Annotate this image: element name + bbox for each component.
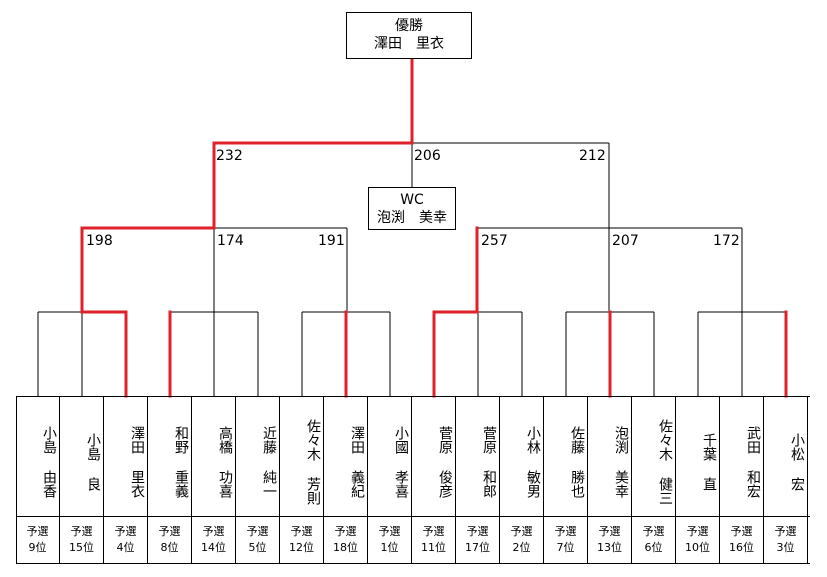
player-name-cell: 小島由香 bbox=[16, 396, 60, 516]
player-table-divider bbox=[16, 516, 810, 517]
player-name-cell: 小松宏 bbox=[764, 396, 808, 516]
player-given-name: 由香 bbox=[41, 470, 57, 498]
player-rank-cell: 予選 1位 bbox=[368, 516, 412, 564]
player-rank-cell: 予選 4位 bbox=[104, 516, 148, 564]
player-name-cell: 小國孝喜 bbox=[368, 396, 412, 516]
player-surname: 千葉 bbox=[701, 433, 717, 461]
player-surname: 佐藤 bbox=[569, 426, 585, 454]
player-rank-cell: 予選 13位 bbox=[588, 516, 632, 564]
semi-score-5: 207 bbox=[612, 233, 639, 249]
player-rank-cell: 予選 5位 bbox=[236, 516, 280, 564]
player-surname: 武田 bbox=[745, 426, 761, 454]
champion-name: 澤田 里衣 bbox=[374, 36, 444, 52]
champion-box: 優勝 澤田 里衣 bbox=[346, 12, 472, 59]
player-surname: 菅原 bbox=[481, 426, 497, 454]
wildcard-title: WC bbox=[400, 192, 424, 208]
player-name-cell: 菅原俊彦 bbox=[412, 396, 456, 516]
player-surname: 澤田 bbox=[129, 426, 145, 454]
player-name-cell: 近藤純一 bbox=[236, 396, 280, 516]
player-given-name: 美幸 bbox=[613, 470, 629, 498]
player-given-name: 純一 bbox=[261, 470, 277, 498]
player-surname: 菅原 bbox=[437, 426, 453, 454]
player-given-name: 義紀 bbox=[349, 470, 365, 498]
player-rank-cell: 予選 2位 bbox=[500, 516, 544, 564]
player-rank-cell: 予選 14位 bbox=[192, 516, 236, 564]
bracket-black-lines bbox=[37, 142, 786, 396]
player-surname: 佐々木 bbox=[305, 419, 321, 461]
player-name-cell: 泡渕美幸 bbox=[588, 396, 632, 516]
player-surname: 高橋 bbox=[217, 426, 233, 454]
champion-title: 優勝 bbox=[395, 18, 423, 34]
player-name-cell: 和野重義 bbox=[148, 396, 192, 516]
player-given-name: 和宏 bbox=[745, 470, 761, 498]
player-given-name: 健三 bbox=[657, 477, 673, 505]
final-score-left: 232 bbox=[216, 148, 243, 164]
player-rank-cell: 予選 7位 bbox=[544, 516, 588, 564]
player-surname: 泡渕 bbox=[613, 426, 629, 454]
player-rank-cell: 予選 9位 bbox=[16, 516, 60, 564]
player-given-name: 功喜 bbox=[217, 470, 233, 498]
final-score-right: 212 bbox=[579, 148, 606, 164]
player-name-cell: 佐々木芳則 bbox=[280, 396, 324, 516]
player-surname: 小島 bbox=[85, 433, 101, 461]
player-given-name: 孝喜 bbox=[393, 470, 409, 498]
player-name-cell: 高橋功喜 bbox=[192, 396, 236, 516]
player-given-name: 良 bbox=[85, 477, 101, 491]
player-rank-cell: 予選 6位 bbox=[632, 516, 676, 564]
player-rank-cell: 予選 17位 bbox=[456, 516, 500, 564]
player-name-cell: 小林敏男 bbox=[500, 396, 544, 516]
player-given-name: 重義 bbox=[173, 470, 189, 498]
player-surname: 澤田 bbox=[349, 426, 365, 454]
player-name-cell: 澤田里衣 bbox=[104, 396, 148, 516]
player-surname: 小林 bbox=[525, 426, 541, 454]
player-rank-cell: 予選 8位 bbox=[148, 516, 192, 564]
player-rank-cell: 予選 10位 bbox=[676, 516, 720, 564]
player-surname: 小島 bbox=[41, 426, 57, 454]
player-surname: 小松 bbox=[789, 433, 805, 461]
player-name-cell: 澤田義紀 bbox=[324, 396, 368, 516]
semi-score-2: 174 bbox=[217, 233, 244, 249]
player-surname: 佐々木 bbox=[657, 419, 673, 461]
player-surname: 近藤 bbox=[261, 426, 277, 454]
player-name-cell: 小島良 bbox=[60, 396, 104, 516]
player-rank-cell: 予選 15位 bbox=[60, 516, 104, 564]
wildcard-name: 泡渕 美幸 bbox=[377, 210, 447, 226]
player-rank-cell: 予選 16位 bbox=[720, 516, 764, 564]
player-given-name: 勝也 bbox=[569, 470, 585, 498]
player-given-name: 敏男 bbox=[525, 470, 541, 498]
player-given-name: 俊彦 bbox=[437, 470, 453, 498]
player-name-cell: 佐々木健三 bbox=[632, 396, 676, 516]
semi-score-6: 172 bbox=[713, 233, 740, 249]
player-given-name: 和郎 bbox=[481, 470, 497, 498]
player-given-name: 宏 bbox=[789, 477, 805, 491]
player-name-cell: 佐藤勝也 bbox=[544, 396, 588, 516]
semi-score-3: 191 bbox=[318, 233, 345, 249]
player-name-cell: 武田和宏 bbox=[720, 396, 764, 516]
player-rank-cell: 予選 18位 bbox=[324, 516, 368, 564]
player-table bbox=[16, 396, 810, 564]
player-rank-cell: 予選 11位 bbox=[412, 516, 456, 564]
wildcard-box: WC 泡渕 美幸 bbox=[368, 187, 456, 230]
player-surname: 小國 bbox=[393, 426, 409, 454]
player-rank-cell: 予選 12位 bbox=[280, 516, 324, 564]
final-score-center: 206 bbox=[414, 148, 441, 164]
semi-score-1: 198 bbox=[86, 233, 113, 249]
player-name-cell: 菅原和郎 bbox=[456, 396, 500, 516]
player-given-name: 直 bbox=[701, 477, 717, 491]
player-given-name: 芳則 bbox=[305, 477, 321, 505]
bracket-winner-lines bbox=[80, 56, 788, 398]
player-surname: 和野 bbox=[173, 426, 189, 454]
semi-score-4: 257 bbox=[481, 233, 508, 249]
player-rank-cell: 予選 3位 bbox=[764, 516, 808, 564]
player-name-cell: 千葉直 bbox=[676, 396, 720, 516]
player-given-name: 里衣 bbox=[129, 470, 145, 498]
